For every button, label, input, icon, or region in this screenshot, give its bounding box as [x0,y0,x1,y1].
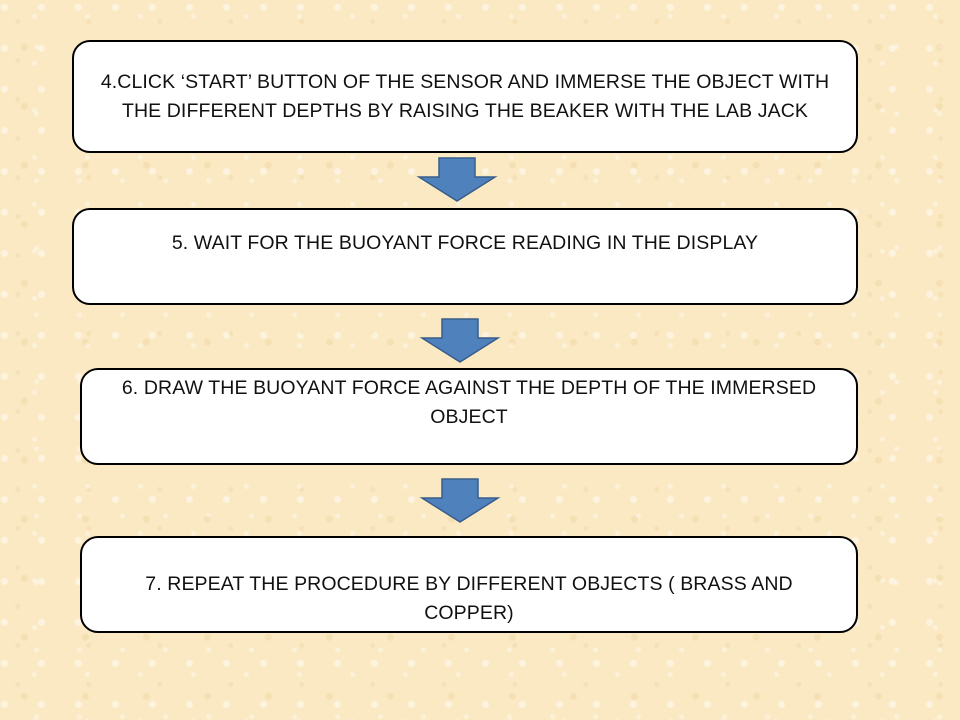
down-arrow-icon [419,478,501,523]
step-7-box: 7. REPEAT THE PROCEDURE BY DIFFERENT OBJ… [80,536,858,633]
down-arrow-icon [416,157,498,202]
step-4-box: 4.CLICK ‘START’ BUTTON OF THE SENSOR AND… [72,40,858,153]
step-7-text: 7. REPEAT THE PROCEDURE BY DIFFERENT OBJ… [145,573,793,624]
step-5-box: 5. WAIT FOR THE BUOYANT FORCE READING IN… [72,208,858,305]
down-arrow-icon [419,318,501,363]
step-6-text: 6. DRAW THE BUOYANT FORCE AGAINST THE DE… [121,377,817,428]
step-4-text: 4.CLICK ‘START’ BUTTON OF THE SENSOR AND… [100,71,830,122]
step-5-text: 5. WAIT FOR THE BUOYANT FORCE READING IN… [171,232,759,254]
step-6-box: 6. DRAW THE BUOYANT FORCE AGAINST THE DE… [80,368,858,465]
